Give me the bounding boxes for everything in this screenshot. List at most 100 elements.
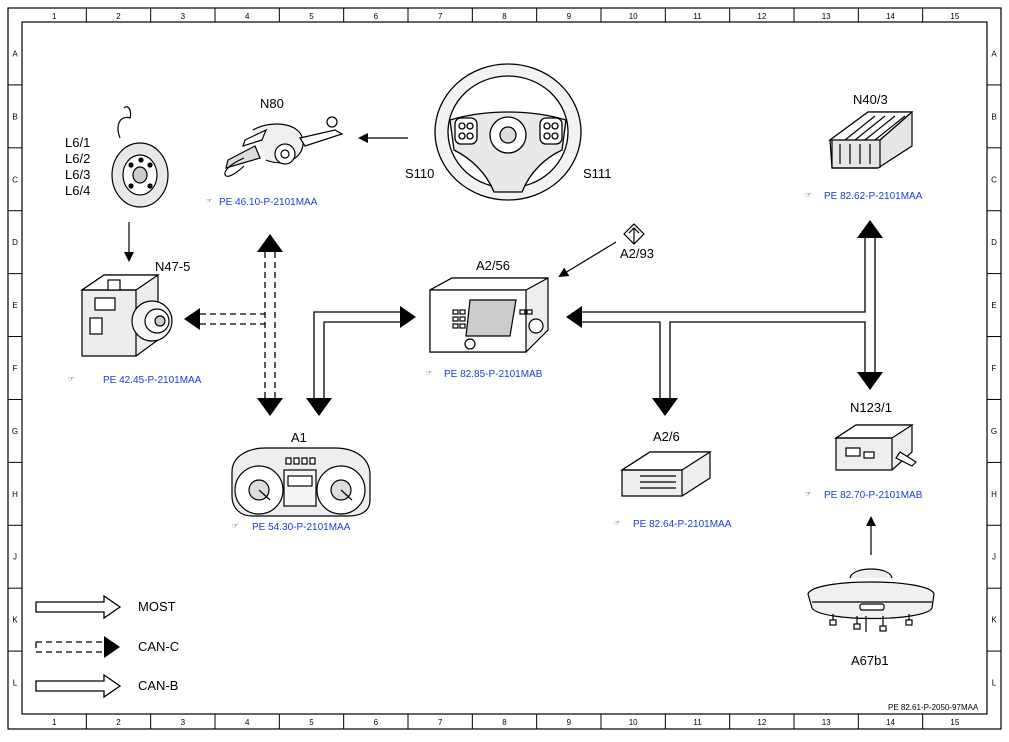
speed-sensor-drawing bbox=[111, 106, 169, 208]
grid-row-right-C: C bbox=[991, 175, 997, 184]
a1-label: A1 bbox=[291, 430, 307, 445]
n123-1-drawing bbox=[833, 424, 917, 471]
arrowhead-n47-5 bbox=[184, 308, 200, 330]
can-c-arrowheads bbox=[184, 234, 283, 416]
n40-3-drawing bbox=[828, 111, 914, 169]
arrowhead-n40-3 bbox=[857, 220, 883, 238]
n47-5-ref[interactable]: PE 42.45-P-2101MAA bbox=[103, 375, 202, 386]
arrowhead-a1-most bbox=[306, 398, 332, 416]
grid-col-bottom-8: 8 bbox=[502, 718, 507, 727]
most-a1-outer bbox=[313, 311, 400, 398]
grid-col-bottom-2: 2 bbox=[116, 718, 121, 727]
a2-93-label: A2/93 bbox=[620, 246, 654, 261]
inner-frame bbox=[21, 21, 988, 715]
grid-row-right-A: A bbox=[991, 49, 997, 58]
a2-6-drawing bbox=[619, 451, 713, 497]
steering-wheel-drawing bbox=[434, 63, 582, 201]
arrowhead-a2-56-left bbox=[400, 306, 416, 328]
a2-93-symbol bbox=[623, 223, 645, 245]
most-bus bbox=[313, 238, 876, 398]
grid-row-left-C: C bbox=[12, 175, 18, 184]
grid-row-right-J: J bbox=[992, 553, 996, 562]
grid-row-left-F: F bbox=[13, 364, 18, 373]
l6-4-label: L6/4 bbox=[65, 183, 90, 198]
most-arrowheads bbox=[306, 220, 883, 416]
l6-1-label: L6/1 bbox=[65, 135, 90, 150]
l6-labels: L6/1 L6/2 L6/3 L6/4 bbox=[65, 135, 90, 198]
grid-col-top-15: 15 bbox=[950, 12, 959, 21]
arrow-a2-93-to-a2-56 bbox=[558, 241, 617, 278]
arrowhead-a2-56-right bbox=[566, 306, 582, 328]
a67b1-drawing bbox=[807, 568, 935, 632]
legend: MOST CAN-C CAN-B bbox=[35, 594, 179, 699]
outer-frame bbox=[7, 7, 1002, 730]
n80-ref[interactable]: PE 46.10-P-2101MAA bbox=[219, 197, 318, 208]
grid-row-right-L: L bbox=[992, 679, 997, 688]
legend-can-b: CAN-B bbox=[35, 673, 178, 699]
grid-row-right-B: B bbox=[991, 112, 996, 121]
l6-2-label: L6/2 bbox=[65, 151, 90, 166]
grid-col-top-9: 9 bbox=[567, 12, 572, 21]
grid-col-top-13: 13 bbox=[822, 12, 831, 21]
grid-col-top-14: 14 bbox=[886, 12, 895, 21]
grid-col-bottom-5: 5 bbox=[309, 718, 314, 727]
legend-can-c-label: CAN-C bbox=[138, 639, 179, 654]
grid-row-right-H: H bbox=[991, 490, 997, 499]
l6-3-label: L6/3 bbox=[65, 167, 90, 182]
arrowhead-a2-6 bbox=[652, 398, 678, 416]
grid-row-left-D: D bbox=[12, 238, 18, 247]
grid-col-bottom-3: 3 bbox=[181, 718, 186, 727]
grid-col-top-11: 11 bbox=[693, 12, 702, 21]
grid-col-top-3: 3 bbox=[181, 12, 186, 21]
n47-5-drawing bbox=[80, 274, 173, 357]
most-a1-inner bbox=[323, 321, 400, 398]
a2-6-ref[interactable]: PE 82.64-P-2101MAA bbox=[633, 519, 732, 530]
grid-col-top-10: 10 bbox=[629, 12, 638, 21]
s110-label: S110 bbox=[405, 166, 434, 181]
a67b1-label: A67b1 bbox=[851, 653, 889, 668]
grid-col-bottom-12: 12 bbox=[757, 718, 766, 727]
a2-6-label: A2/6 bbox=[653, 429, 680, 444]
n40-3-label: N40/3 bbox=[853, 92, 888, 107]
grid-row-left-B: B bbox=[12, 112, 17, 121]
grid-col-top-12: 12 bbox=[757, 12, 766, 21]
n80-drawing bbox=[224, 116, 344, 177]
thin-arrows bbox=[124, 133, 876, 555]
a2-56-drawing bbox=[429, 277, 549, 353]
n123-1-label: N123/1 bbox=[850, 400, 892, 415]
n123-1-ref[interactable]: PE 82.70-P-2101MAB bbox=[824, 490, 923, 501]
a2-56-label: A2/56 bbox=[476, 258, 510, 273]
grid-col-top-4: 4 bbox=[245, 12, 250, 21]
arrowhead-a1-canc bbox=[257, 398, 283, 416]
grid-row-left-E: E bbox=[12, 301, 17, 310]
legend-most: MOST bbox=[35, 594, 176, 620]
grid-col-bottom-6: 6 bbox=[374, 718, 379, 727]
a1-ref[interactable]: PE 54.30-P-2101MAA bbox=[252, 522, 351, 533]
n47-5-ref-icon: ☞ bbox=[68, 376, 74, 383]
n80-label: N80 bbox=[260, 96, 284, 111]
grid-row-left-G: G bbox=[12, 427, 18, 436]
grid-col-top-1: 1 bbox=[52, 12, 57, 21]
n40-3-ref[interactable]: PE 82.62-P-2101MAA bbox=[824, 191, 923, 202]
grid-marks: 1122334455667788991010111112121313141415… bbox=[8, 8, 1001, 729]
grid-row-left-H: H bbox=[12, 490, 18, 499]
legend-most-label: MOST bbox=[138, 599, 176, 614]
legend-can-b-label: CAN-B bbox=[138, 678, 178, 693]
n123-1-ref-icon: ☞ bbox=[805, 491, 811, 498]
grid-col-bottom-11: 11 bbox=[693, 718, 702, 727]
document-id: PE 82.61-P-2050-97MAA bbox=[888, 703, 979, 712]
arrowhead-n80 bbox=[257, 234, 283, 252]
a2-56-ref[interactable]: PE 82.85-P-2101MAB bbox=[444, 369, 543, 380]
n80-ref-icon: ☞ bbox=[206, 198, 212, 205]
a2-56-ref-icon: ☞ bbox=[426, 370, 432, 377]
grid-col-bottom-14: 14 bbox=[886, 718, 895, 727]
n47-5-label: N47-5 bbox=[155, 259, 190, 274]
can-c-bus bbox=[200, 252, 276, 398]
most-main-top bbox=[582, 238, 866, 313]
grid-row-right-E: E bbox=[991, 301, 996, 310]
grid-col-bottom-7: 7 bbox=[438, 718, 443, 727]
grid-row-left-K: K bbox=[12, 616, 18, 625]
grid-col-top-5: 5 bbox=[309, 12, 314, 21]
